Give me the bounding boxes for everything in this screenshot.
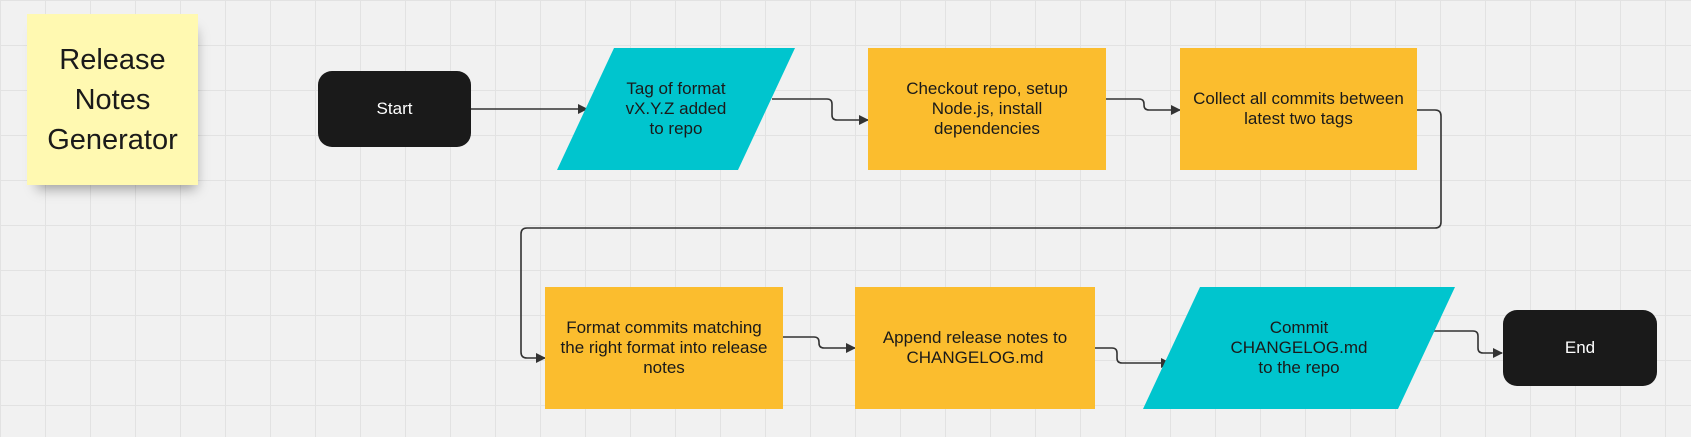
format-commits-label: Format commits matching the right format… [560,318,768,377]
commit-changelog-node[interactable]: Commit CHANGELOG.md to the repo [1143,287,1455,409]
connector-commit-to-end[interactable] [1427,330,1503,358]
commit-changelog-label: Commit CHANGELOG.md to the repo [1230,318,1368,377]
start-node[interactable]: Start [318,71,471,147]
start-label: Start [376,99,413,118]
append-notes-label: Append release notes to CHANGELOG.md [882,328,1068,367]
connector-checkout-to-collect[interactable] [1106,98,1181,115]
tag-added-label: Tag of format vX.Y.Z added to repo [625,79,727,138]
connector-collect-to-format[interactable] [520,109,1442,363]
connector-format-to-append[interactable] [783,336,856,353]
collect-commits-label: Collect all commits between latest two t… [1193,89,1404,128]
end-node[interactable]: End [1503,310,1657,386]
append-notes-node[interactable]: Append release notes to CHANGELOG.md [855,287,1095,409]
end-label: End [1564,338,1596,357]
commit-changelog-parallelogram [1143,287,1455,409]
sticky-note-text: Release Notes Generator [47,43,178,156]
collect-commits-node[interactable]: Collect all commits between latest two t… [1180,48,1417,170]
tag-added-parallelogram [557,48,795,170]
checkout-label: Checkout repo, setup Node.js, install de… [906,79,1068,138]
tag-added-node[interactable]: Tag of format vX.Y.Z added to repo [557,48,795,170]
checkout-node[interactable]: Checkout repo, setup Node.js, install de… [868,48,1106,170]
connector-tag-to-checkout[interactable] [772,98,869,125]
connector-append-to-commit[interactable] [1095,347,1171,368]
format-commits-node[interactable]: Format commits matching the right format… [545,287,783,409]
sticky-note-title[interactable]: Release Notes Generator [27,14,198,185]
